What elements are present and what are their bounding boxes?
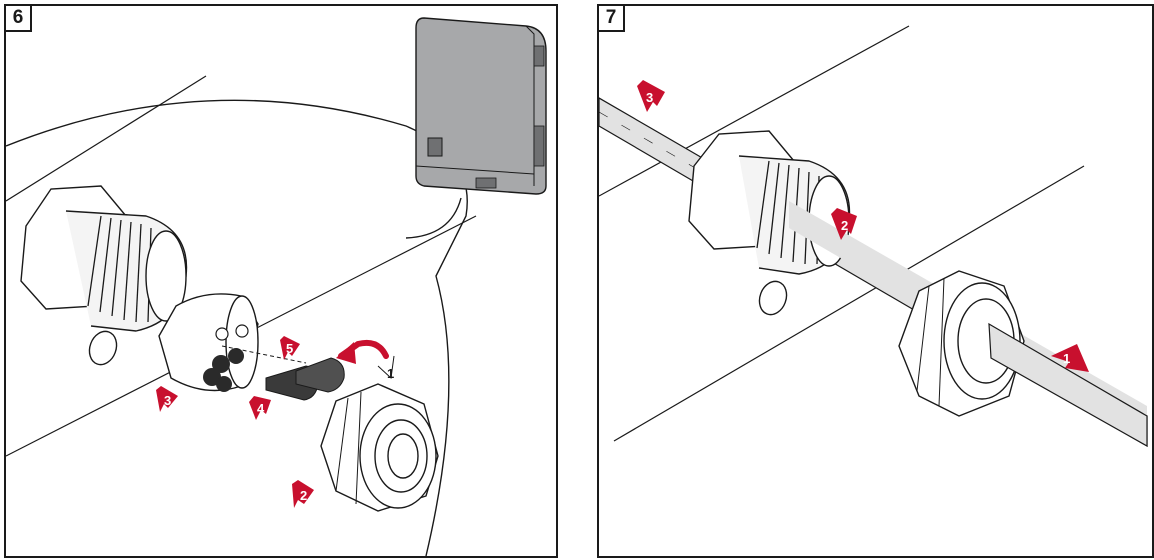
sealing-insert [158, 293, 307, 392]
callout-arrow-2: 2 [831, 208, 857, 240]
callout-arrow-4: 4 [249, 396, 271, 420]
step-7-panel: 7 [597, 4, 1154, 558]
cap-nut [898, 270, 1148, 448]
callout-arrow-3: 3 [156, 386, 178, 412]
knockout-hole [758, 280, 788, 316]
device-display-icon [427, 137, 443, 157]
callout-pointer [405, 197, 462, 239]
callout-3-number: 3 [164, 393, 171, 408]
callout-3-number: 3 [646, 90, 653, 105]
filler-plugs [265, 357, 345, 401]
callout-arrow-3: 3 [637, 80, 665, 112]
callout-4-number: 4 [257, 401, 265, 416]
inverter-device [415, 17, 547, 195]
step-6-panel: 6 [4, 4, 558, 558]
callout-arrow-2: 2 [292, 480, 314, 508]
callout-5-number: 5 [286, 341, 293, 356]
cable-gland-body [20, 185, 188, 332]
step-number: 6 [6, 6, 32, 32]
rotate-arrow-icon [336, 339, 395, 380]
step-6-illustration: 1 2 3 4 5 [6, 17, 547, 556]
step-7-illustration: 1 2 3 [599, 25, 1148, 448]
callout-arrow-5: 5 [280, 336, 300, 360]
step-number: 7 [599, 6, 625, 32]
housing-edge-lines [599, 25, 1085, 442]
callout-arrow-1: 1 [1051, 344, 1089, 372]
callout-2-number: 2 [300, 488, 307, 503]
knockout-hole [88, 330, 118, 366]
callout-1-number: 1 [1063, 351, 1070, 366]
cap-nut [320, 383, 439, 512]
callout-1-number: 1 [387, 366, 394, 381]
callout-2-number: 2 [841, 218, 848, 233]
